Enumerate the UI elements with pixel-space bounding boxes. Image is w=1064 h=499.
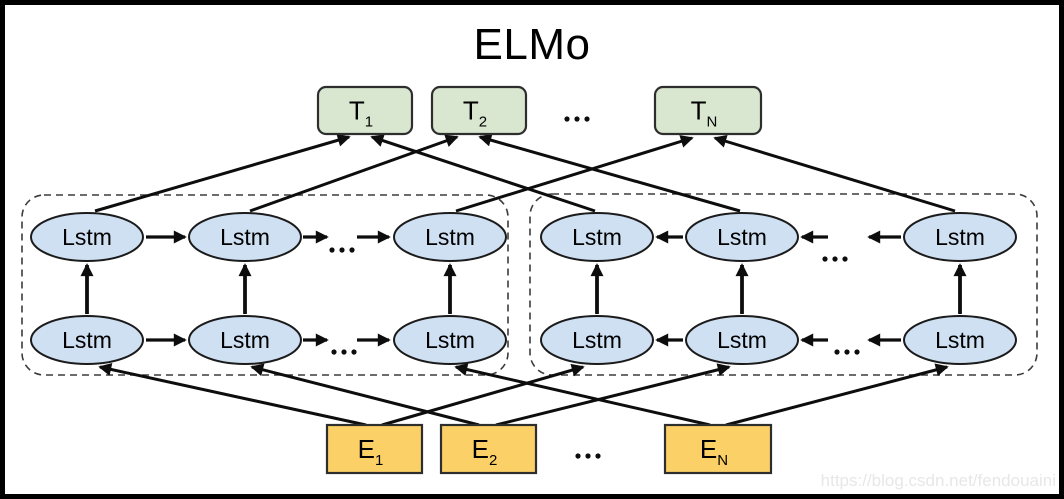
forward-lstm-bottom-1: Lstm [30, 315, 144, 365]
backward-lstm-top-1-shape [540, 212, 654, 262]
edge-e1-to-forward-bottom-1 [98, 363, 367, 427]
backward-lstm-top-1: Lstm [540, 212, 654, 262]
forward-lstm-bottom-3-label: Lstm [425, 327, 475, 353]
forward-lstm-top-3: Lstm [393, 212, 507, 262]
backward-lstm-bottom-2-shape [685, 315, 799, 365]
edge-forward-top-2-to-t2 [249, 134, 459, 213]
edge-backward-top-3-to-tn [713, 135, 956, 213]
backward-lstm-top-2: Lstm [685, 212, 799, 262]
edge-e2-to-backward-bottom-2 [495, 363, 731, 427]
edge-e2-to-forward-bottom-2 [250, 363, 480, 427]
tn-box-shape [653, 85, 763, 136]
e-row-dots-ellipsis-icon [575, 453, 601, 459]
backward-lstm-bottom-2: Lstm [685, 315, 799, 365]
backward-lstm-bottom-1-label: Lstm [572, 327, 622, 353]
backward-lstm-bottom-1-shape [540, 315, 654, 365]
e1-box: E1 [325, 423, 424, 475]
edge-e1-to-backward-bottom-1 [381, 363, 585, 427]
backward-lstm-top-3-shape [903, 212, 1017, 262]
backward-lstm-top-3: Lstm [903, 212, 1017, 262]
diagram-title: ELMo [473, 20, 591, 69]
en-box: EN [663, 423, 773, 475]
forward-lstm-bottom-3-shape [393, 315, 507, 365]
edge-forward-top-3-to-tn [455, 135, 694, 213]
backward-lstm-bottom-2-label: Lstm [717, 327, 767, 353]
t1-box: T1 [316, 85, 414, 136]
forward-lstm-top-1: Lstm [30, 212, 144, 262]
backward-lstm-bottom-1: Lstm [540, 315, 654, 365]
edge-backward-top-2-to-t2 [478, 133, 741, 213]
forward-lstm-top-2-shape [188, 212, 302, 262]
edge-en-to-backward-bottom-3 [725, 363, 949, 427]
forward-lstm-top-2: Lstm [188, 212, 302, 262]
backward-top-dots-ellipsis-icon [822, 256, 848, 262]
forward-lstm-bottom-2-label: Lstm [220, 327, 270, 353]
e2-box: E2 [439, 423, 538, 475]
backward-lstm-top-1-label: Lstm [572, 224, 622, 250]
forward-lstm-bottom-2-shape [188, 315, 302, 365]
forward-lstm-top-3-label: Lstm [425, 224, 475, 250]
forward-lstm-top-1-label: Lstm [62, 224, 112, 250]
edge-forward-top-1-to-t1 [94, 133, 351, 213]
forward-lstm-box [21, 194, 509, 376]
watermark-text: https://blog.csdn.net/fendouaini [820, 471, 1056, 490]
forward-top-dots-ellipsis-icon [329, 247, 355, 253]
forward-lstm-bottom-1-shape [30, 315, 144, 365]
backward-lstm-bottom-3: Lstm [903, 315, 1017, 365]
forward-lstm-top-3-shape [393, 212, 507, 262]
backward-lstm-bottom-3-label: Lstm [935, 327, 985, 353]
en-box-shape [663, 423, 773, 475]
backward-lstm-top-2-label: Lstm [717, 224, 767, 250]
forward-lstm-bottom-1-label: Lstm [62, 327, 112, 353]
e2-box-shape [439, 423, 538, 475]
t2-box-shape [430, 85, 528, 136]
forward-bottom-dots-ellipsis-icon [331, 349, 357, 355]
backward-lstm-box [529, 193, 1038, 376]
edge-backward-top-1-to-t1 [370, 134, 596, 213]
forward-lstm-top-2-label: Lstm [220, 224, 270, 250]
t-row-dots-ellipsis-icon [564, 116, 590, 122]
backward-lstm-top-2-shape [685, 212, 799, 262]
forward-lstm-bottom-2: Lstm [188, 315, 302, 365]
forward-lstm-top-1-shape [30, 212, 144, 262]
forward-lstm-bottom-3: Lstm [393, 315, 507, 365]
t1-box-shape [316, 85, 414, 136]
edge-en-to-forward-bottom-3 [454, 363, 711, 427]
backward-bottom-dots-ellipsis-icon [834, 349, 860, 355]
tn-box: TN [653, 85, 763, 136]
backward-lstm-top-3-label: Lstm [935, 224, 985, 250]
e1-box-shape [325, 423, 424, 475]
backward-lstm-bottom-3-shape [903, 315, 1017, 365]
t2-box: T2 [430, 85, 528, 136]
